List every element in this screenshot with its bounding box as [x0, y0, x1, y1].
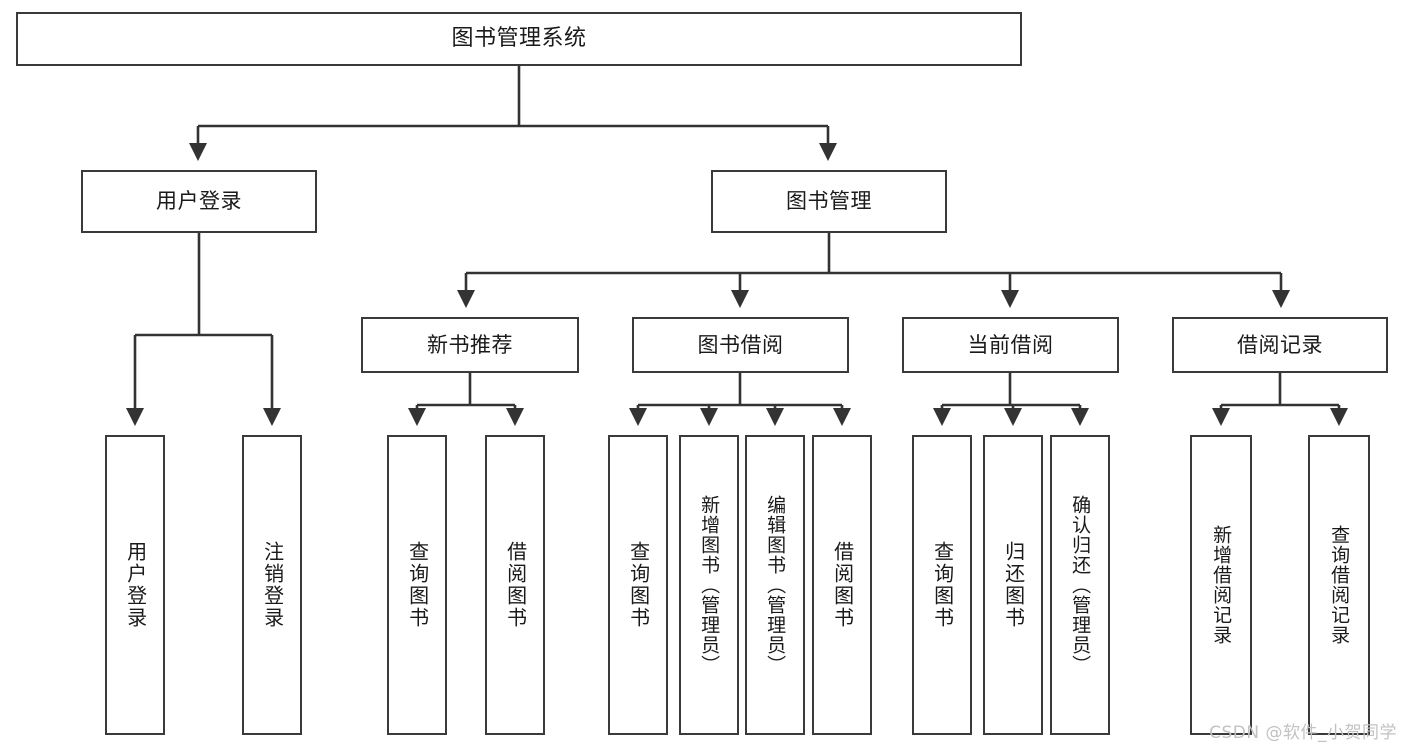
node-label: 借阅图书: [830, 541, 855, 629]
node-level3-current-borrow[interactable]: 当前借阅: [902, 317, 1119, 373]
leaf-add-book-admin[interactable]: 新增图书（管理员）: [679, 435, 739, 735]
node-label: 用户登录: [123, 541, 148, 629]
node-label: 注销登录: [260, 541, 285, 629]
node-level2-book-management[interactable]: 图书管理: [711, 170, 947, 233]
node-label: 新增图书（管理员）: [698, 495, 721, 675]
node-root[interactable]: 图书管理系统: [16, 12, 1022, 66]
leaf-borrow-book[interactable]: 借阅图书: [812, 435, 872, 735]
node-label: 图书管理系统: [451, 26, 587, 52]
node-level3-new-book-recommend[interactable]: 新书推荐: [361, 317, 579, 373]
node-label: 当前借阅: [967, 332, 1054, 357]
node-label: 图书借阅: [697, 332, 784, 357]
node-label: 查询借阅记录: [1328, 525, 1351, 645]
leaf-query-book-borrow[interactable]: 查询图书: [608, 435, 668, 735]
node-label: 查询图书: [405, 541, 430, 629]
node-label: 借阅记录: [1237, 332, 1323, 357]
node-label: 用户登录: [156, 189, 242, 214]
node-label: 查询图书: [626, 541, 651, 629]
leaf-query-book-current[interactable]: 查询图书: [912, 435, 972, 735]
node-level2-user-login[interactable]: 用户登录: [81, 170, 317, 233]
node-label: 编辑图书（管理员）: [764, 495, 787, 675]
leaf-user-login[interactable]: 用户登录: [105, 435, 165, 735]
node-label: 新增借阅记录: [1210, 525, 1233, 645]
node-level3-borrow-records[interactable]: 借阅记录: [1172, 317, 1388, 373]
node-label: 归还图书: [1001, 541, 1026, 629]
node-label: 图书管理: [786, 189, 872, 214]
leaf-confirm-return-admin[interactable]: 确认归还（管理员）: [1050, 435, 1110, 735]
node-label: 确认归还（管理员）: [1069, 495, 1092, 675]
leaf-return-book[interactable]: 归还图书: [983, 435, 1043, 735]
node-label: 查询图书: [930, 541, 955, 629]
leaf-borrow-book-recommend[interactable]: 借阅图书: [485, 435, 545, 735]
node-label: 新书推荐: [427, 332, 513, 357]
node-level3-book-borrow[interactable]: 图书借阅: [632, 317, 849, 373]
leaf-logout[interactable]: 注销登录: [242, 435, 302, 735]
leaf-edit-book-admin[interactable]: 编辑图书（管理员）: [745, 435, 805, 735]
leaf-query-book-recommend[interactable]: 查询图书: [387, 435, 447, 735]
csdn-watermark: CSDN @软件_小贺同学: [1209, 723, 1397, 743]
node-label: 借阅图书: [503, 541, 528, 629]
leaf-add-borrow-record[interactable]: 新增借阅记录: [1190, 435, 1252, 735]
leaf-query-borrow-record[interactable]: 查询借阅记录: [1308, 435, 1370, 735]
